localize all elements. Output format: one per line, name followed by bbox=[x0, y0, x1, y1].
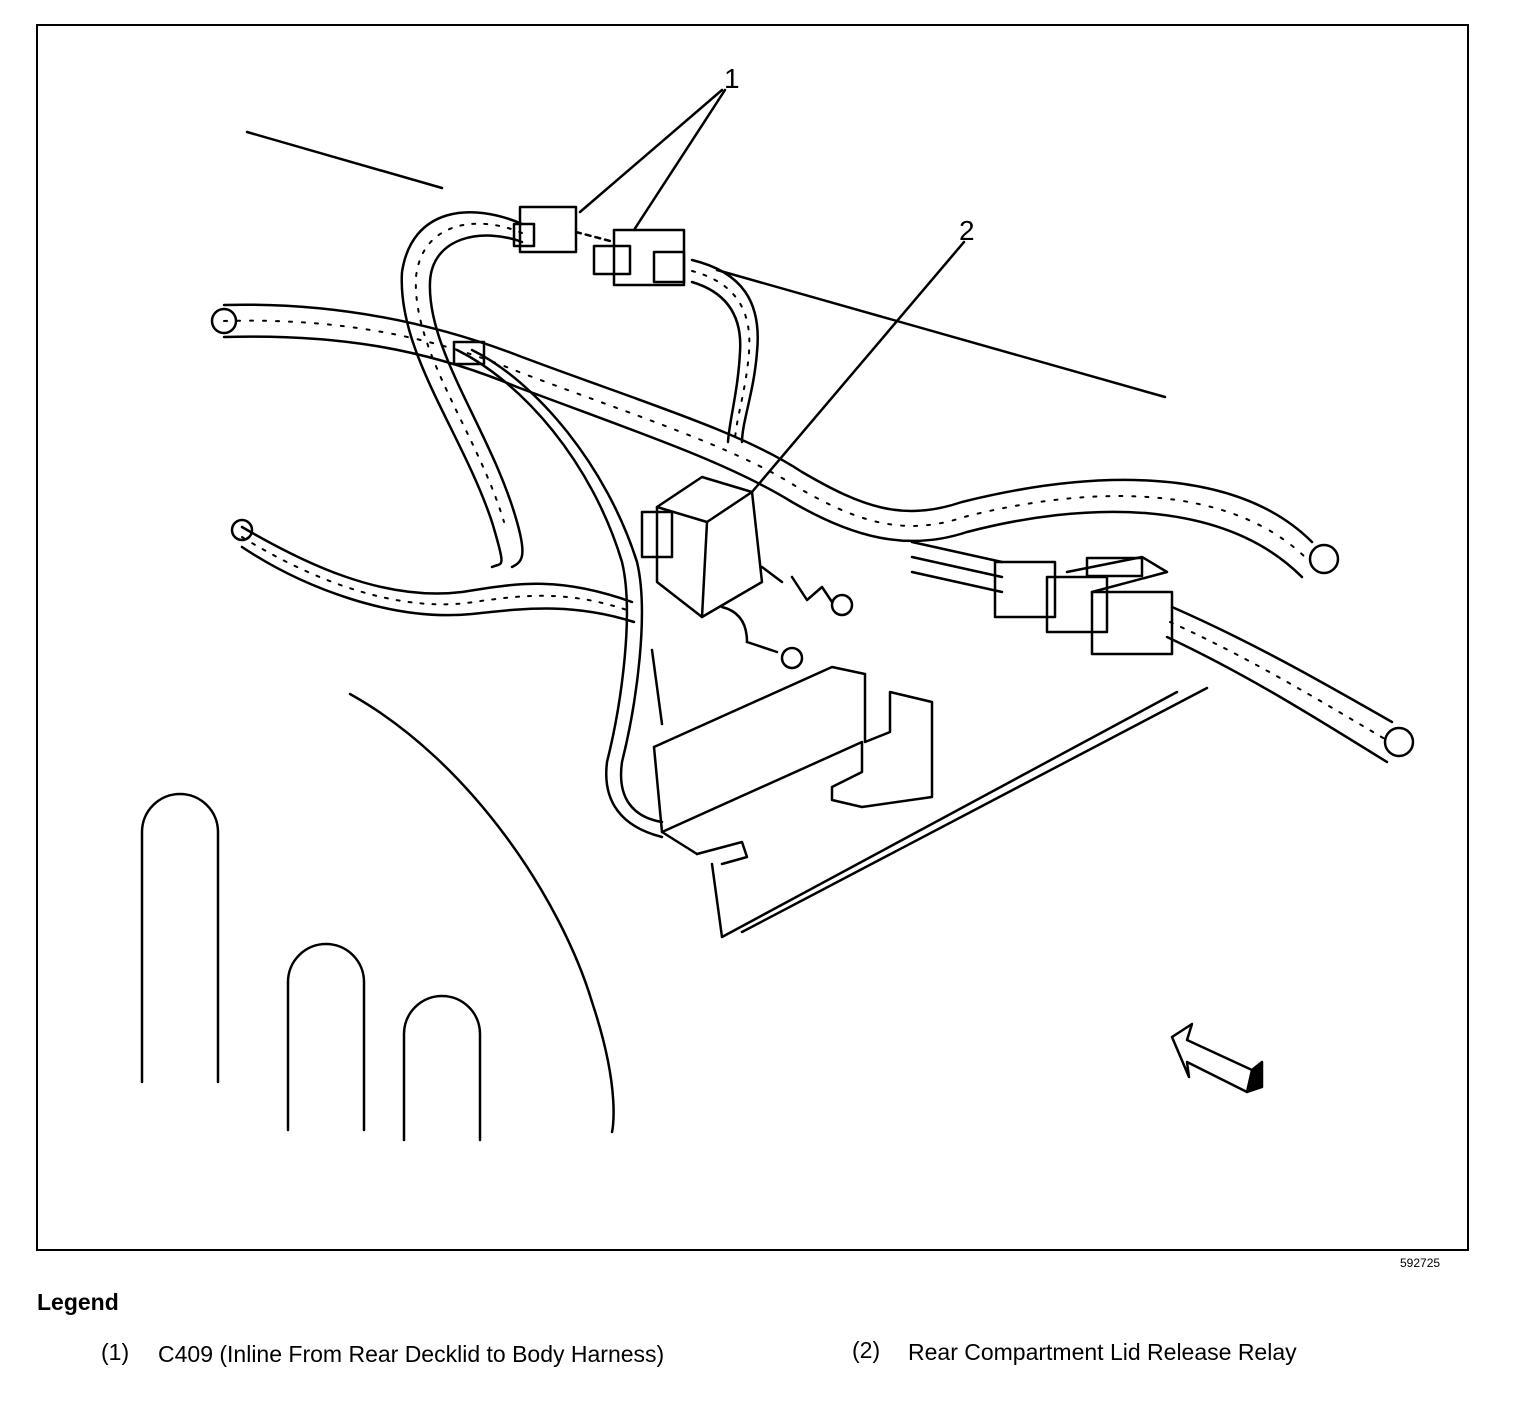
lid-release-relay bbox=[640, 475, 854, 670]
legend-item-number: (2) bbox=[852, 1337, 881, 1363]
relay-bracket bbox=[650, 648, 1209, 939]
callout-1: 1 bbox=[724, 63, 740, 94]
view-arrow-icon bbox=[1170, 1022, 1264, 1094]
main-harness-ribs bbox=[223, 319, 1308, 560]
figure-frame: 1 2 bbox=[36, 24, 1469, 1251]
legend-item-text: Rear Compartment Lid Release Relay bbox=[908, 1339, 1297, 1365]
reference-lines bbox=[245, 130, 1167, 399]
right-harness-connector bbox=[910, 540, 1415, 764]
legend-item-number: (1) bbox=[101, 1339, 130, 1365]
leader-lines bbox=[578, 88, 966, 494]
trunk-pan-outline bbox=[140, 692, 615, 1142]
connector-c409 bbox=[512, 205, 686, 287]
callout-2: 2 bbox=[959, 215, 975, 246]
decklid-harness-loop bbox=[400, 211, 759, 569]
main-body-harness bbox=[210, 303, 1340, 579]
lower-left-harness bbox=[230, 518, 636, 624]
legend-item-text: C409 (Inline From Rear Decklid to Body H… bbox=[158, 1341, 665, 1367]
wiring-diagram: 1 2 bbox=[140, 63, 1415, 1142]
figure-id: 592725 bbox=[1400, 1256, 1441, 1270]
legend-title: Legend bbox=[37, 1289, 119, 1315]
relay-wire bbox=[452, 340, 664, 839]
